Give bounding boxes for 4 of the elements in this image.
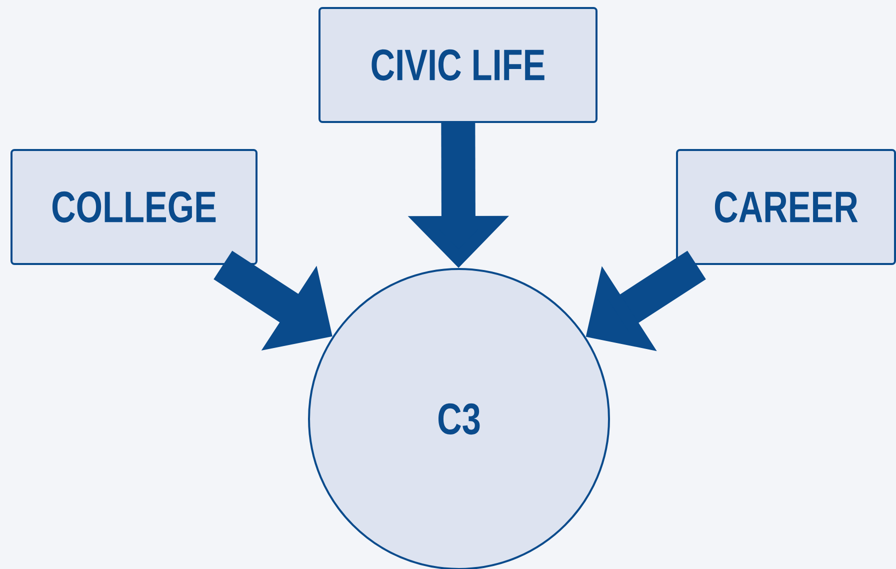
label-box: CAREER (676, 149, 896, 265)
label-box: CIVIC LIFE (318, 7, 598, 123)
label-box: COLLEGE (10, 149, 258, 265)
circle-node: C3 (308, 268, 610, 569)
